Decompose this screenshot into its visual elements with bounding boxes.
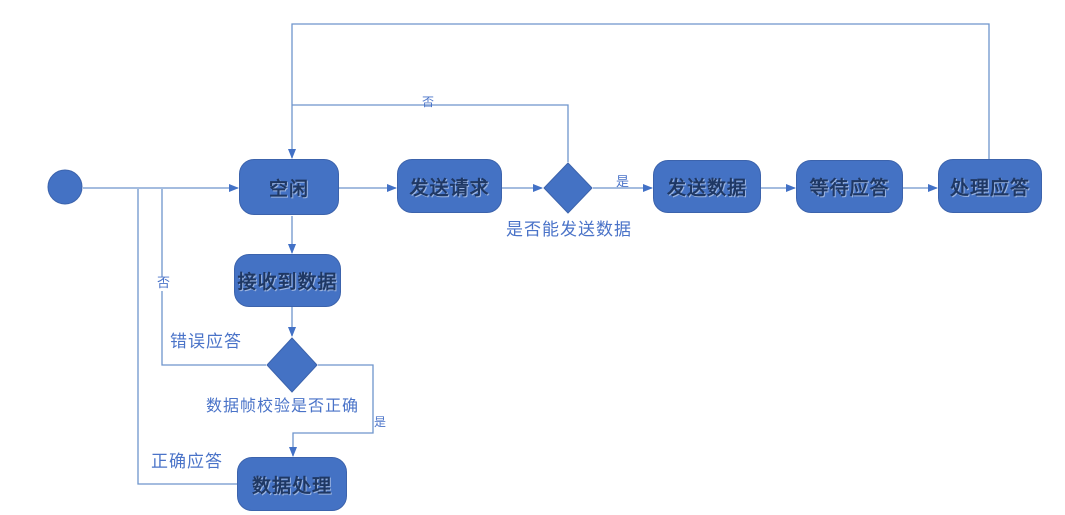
state-send-request-label: 发送请求: [409, 176, 490, 199]
edge-data-process-correct-reply: [137, 189, 237, 485]
edge-label-frame-check-no: 否: [156, 276, 172, 292]
edge-frame-check-yes-to-data-process: [289, 364, 374, 457]
state-wait-reply-label: 等待应答: [809, 177, 890, 199]
state-data-process[interactable]: 数据处理: [237, 457, 347, 511]
edge-process-reply-loop-to-idle: [288, 23, 990, 159]
state-wait-reply[interactable]: 等待应答: [796, 160, 903, 213]
edge-can-send-no-to-idle: [292, 104, 569, 162]
edge-label-can-send-yes: 是: [616, 175, 630, 190]
state-send-request[interactable]: 发送请求: [397, 159, 502, 213]
state-idle[interactable]: 空闲: [239, 159, 339, 215]
state-data-received[interactable]: 接收到数据: [234, 254, 341, 307]
decision-can-send-caption: 是否能发送数据: [506, 220, 632, 240]
decision-frame-check[interactable]: [266, 337, 318, 393]
state-data-process-label: 数据处理: [251, 474, 332, 497]
state-send-data[interactable]: 发送数据: [653, 160, 761, 213]
decision-can-send-data[interactable]: [543, 162, 593, 214]
state-send-data-label: 发送数据: [666, 177, 747, 199]
decision-frame-check-caption: 数据帧校验是否正确: [206, 396, 360, 415]
edge-frame-check-no-error-reply: [161, 189, 266, 366]
state-data-received-label: 接收到数据: [237, 271, 338, 293]
edge-label-correct-reply: 正确应答: [151, 452, 223, 472]
initial-state-node[interactable]: [47, 169, 83, 205]
state-process-reply-label: 处理应答: [949, 176, 1030, 199]
state-process-reply[interactable]: 处理应答: [938, 159, 1042, 213]
edge-label-can-send-no: 否: [422, 95, 435, 109]
edge-label-error-reply: 错误应答: [170, 332, 242, 352]
edge-label-frame-check-yes: 是: [374, 415, 387, 429]
state-idle-label: 空闲: [268, 177, 309, 200]
